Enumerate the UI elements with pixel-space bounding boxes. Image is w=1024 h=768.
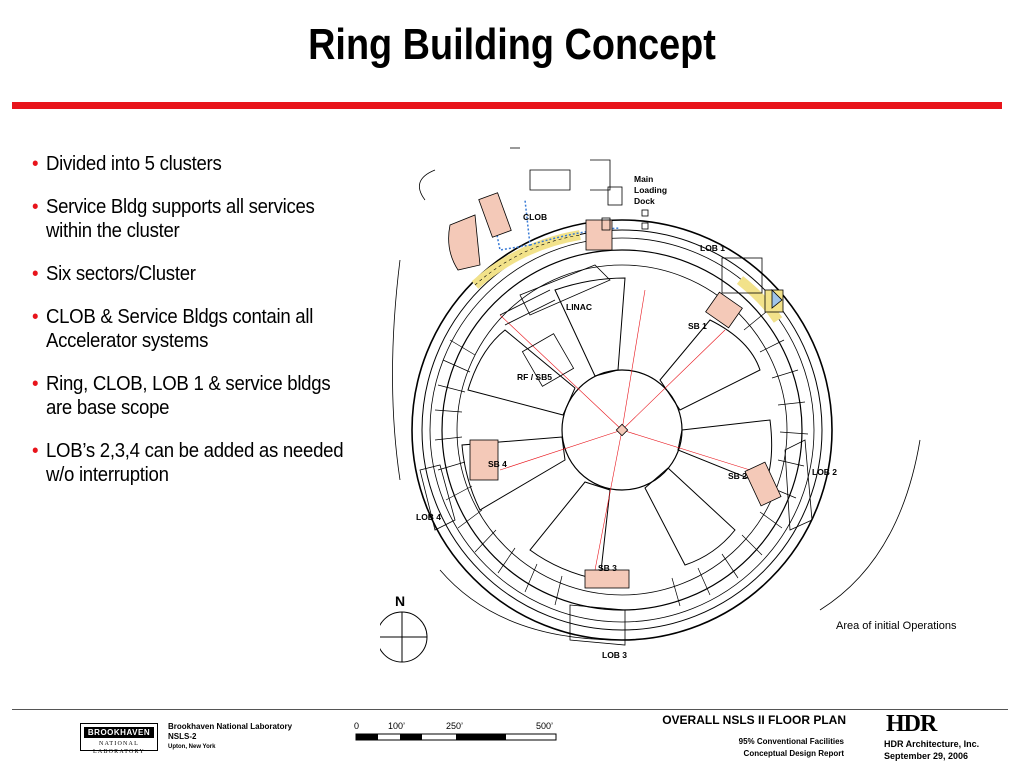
bullet-text: Divided into 5 clusters [45,153,222,175]
label-lob4: LOB 4 [416,512,441,522]
north-arrow-icon: N [380,593,428,663]
bullet-text: LOB’s 2,3,4 can be added as needed w/o i… [45,440,344,486]
project-name: NSLS-2 [168,732,197,741]
scale-tick-label: 500’ [536,721,553,731]
bullet-text: Ring, CLOB, LOB 1 & service bldgs are ba… [45,373,331,419]
bullet-dot: • [32,373,39,395]
logo-line1: BROOKHAVEN [84,727,154,738]
plan-sub-line2: Conceptual Design Report [743,749,844,758]
label-main-loading-dock: Dock [634,196,655,206]
initial-operations-caption: Area of initial Operations [836,620,957,632]
north-label: N [395,593,405,609]
footer-divider [12,709,1008,710]
scale-tick-label: 0 [354,721,359,731]
lab-location: Upton, New York [168,744,216,750]
bullet-text: Six sectors/Cluster [45,263,196,285]
scale-bar: 0 100’ 250’ 500’ [354,721,557,741]
bullet-dot: • [32,440,39,462]
label-linac: LINAC [566,302,592,312]
label-sb3: SB 3 [598,563,617,573]
firm-info: HDR Architecture, Inc. September 29, 200… [884,738,979,762]
slide-title: Ring Building Concept [308,20,716,69]
bullet-dot: • [32,153,39,175]
floor-plan-drawing: CLOB Main Loading Dock LOB 1 LINAC SB 1 … [380,147,921,663]
label-lob3: LOB 3 [602,650,627,660]
bullet-item: • Divided into 5 clusters [32,152,348,176]
plan-title: OVERALL NSLS II FLOOR PLAN [662,713,846,727]
brookhaven-logo: BROOKHAVEN NATIONAL LABORATORY [80,723,158,755]
label-lob2: LOB 2 [812,467,837,477]
bullet-text: CLOB & Service Bldgs contain all Acceler… [45,306,314,352]
hdr-logo: HDR [886,711,937,737]
bullet-item: • Six sectors/Cluster [32,262,348,286]
bullet-item: • Service Bldg supports all services with… [32,195,348,243]
label-sb2: SB 2 [728,471,747,481]
title-underline [12,102,1002,109]
logo-line2: NATIONAL LABORATORY [93,741,145,755]
lab-name: Brookhaven National Laboratory [168,722,293,731]
label-sb1: SB 1 [688,321,707,331]
bullet-item: • Ring, CLOB, LOB 1 & service bldgs are b… [32,372,348,420]
bullet-dot: • [32,263,39,285]
bullet-text: Service Bldg supports all services withi… [45,196,315,242]
label-rf-sb5: RF / SB5 [517,372,552,382]
label-main-loading-dock: Main [634,174,653,184]
bullet-item: • CLOB & Service Bldgs contain all Accele… [32,305,348,353]
scale-tick-label: 100’ [388,721,405,731]
plan-subtitle: 95% Conventional Facilities Conceptual D… [640,736,844,760]
report-date: September 29, 2006 [884,751,969,761]
plan-sub-line1: 95% Conventional Facilities [738,737,844,746]
label-sb4: SB 4 [488,459,507,469]
scale-tick-label: 250’ [446,721,463,731]
bullet-dot: • [32,306,39,328]
bullet-dot: • [32,196,39,218]
label-lob1: LOB 1 [700,243,725,253]
bullet-item: • LOB’s 2,3,4 can be added as needed w/o … [32,439,348,487]
label-main-loading-dock: Loading [634,185,667,195]
bullet-list: • Divided into 5 clusters • Service Bldg s… [32,152,372,506]
lab-info: Brookhaven National Laboratory NSLS-2 Up… [168,722,292,752]
label-clob: CLOB [523,212,547,222]
firm-name: HDR Architecture, Inc. [884,739,980,749]
